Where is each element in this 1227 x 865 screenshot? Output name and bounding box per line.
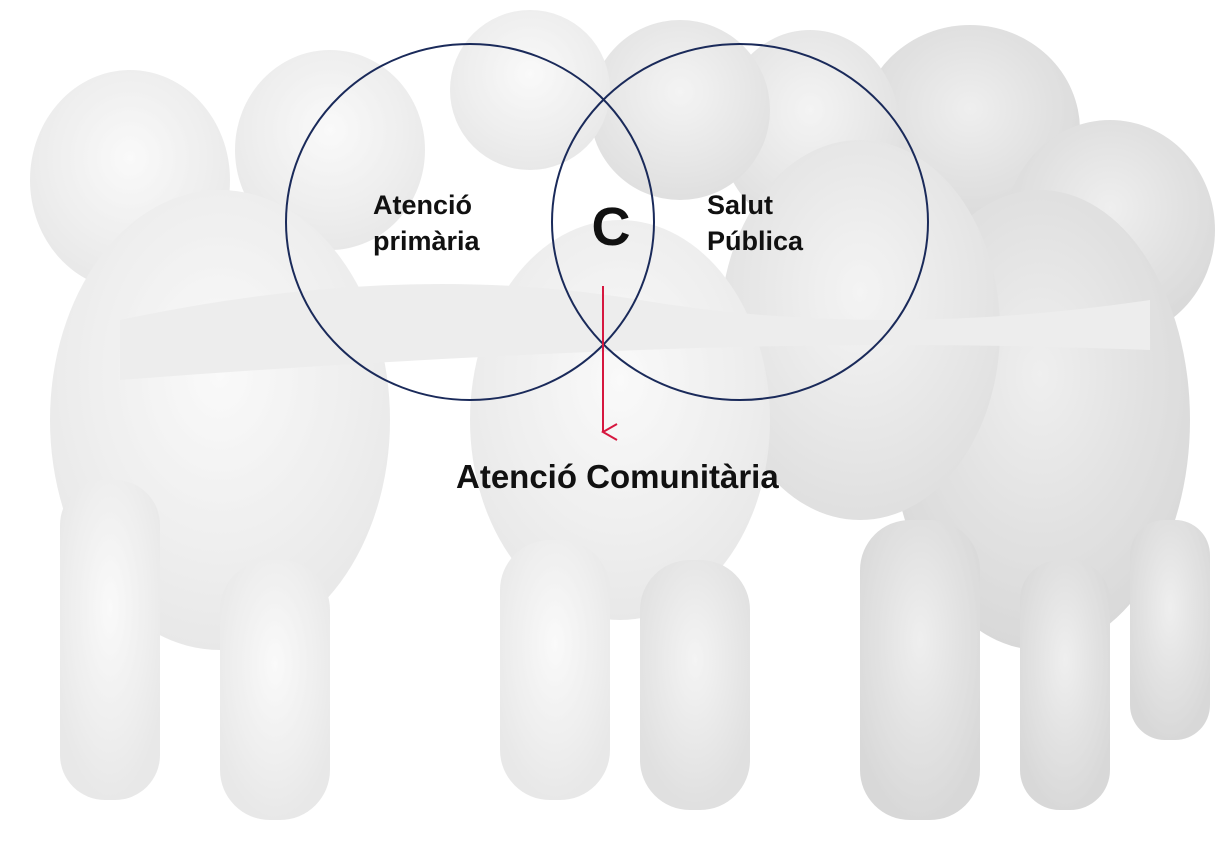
public-health-label-line1: Salut (707, 190, 774, 220)
community-care-label: Atenció Comunitària (456, 458, 779, 495)
public-health-label-line2: Pública (707, 226, 804, 256)
right-circle (551, 43, 929, 401)
left-circle (285, 43, 655, 401)
primary-care-label: Atenció primària (373, 187, 480, 259)
primary-care-label-line1: Atenció (373, 190, 473, 220)
public-health-label: Salut Pública (707, 187, 803, 259)
primary-care-label-line2: primària (373, 226, 480, 256)
intersection-label: C (591, 197, 631, 257)
